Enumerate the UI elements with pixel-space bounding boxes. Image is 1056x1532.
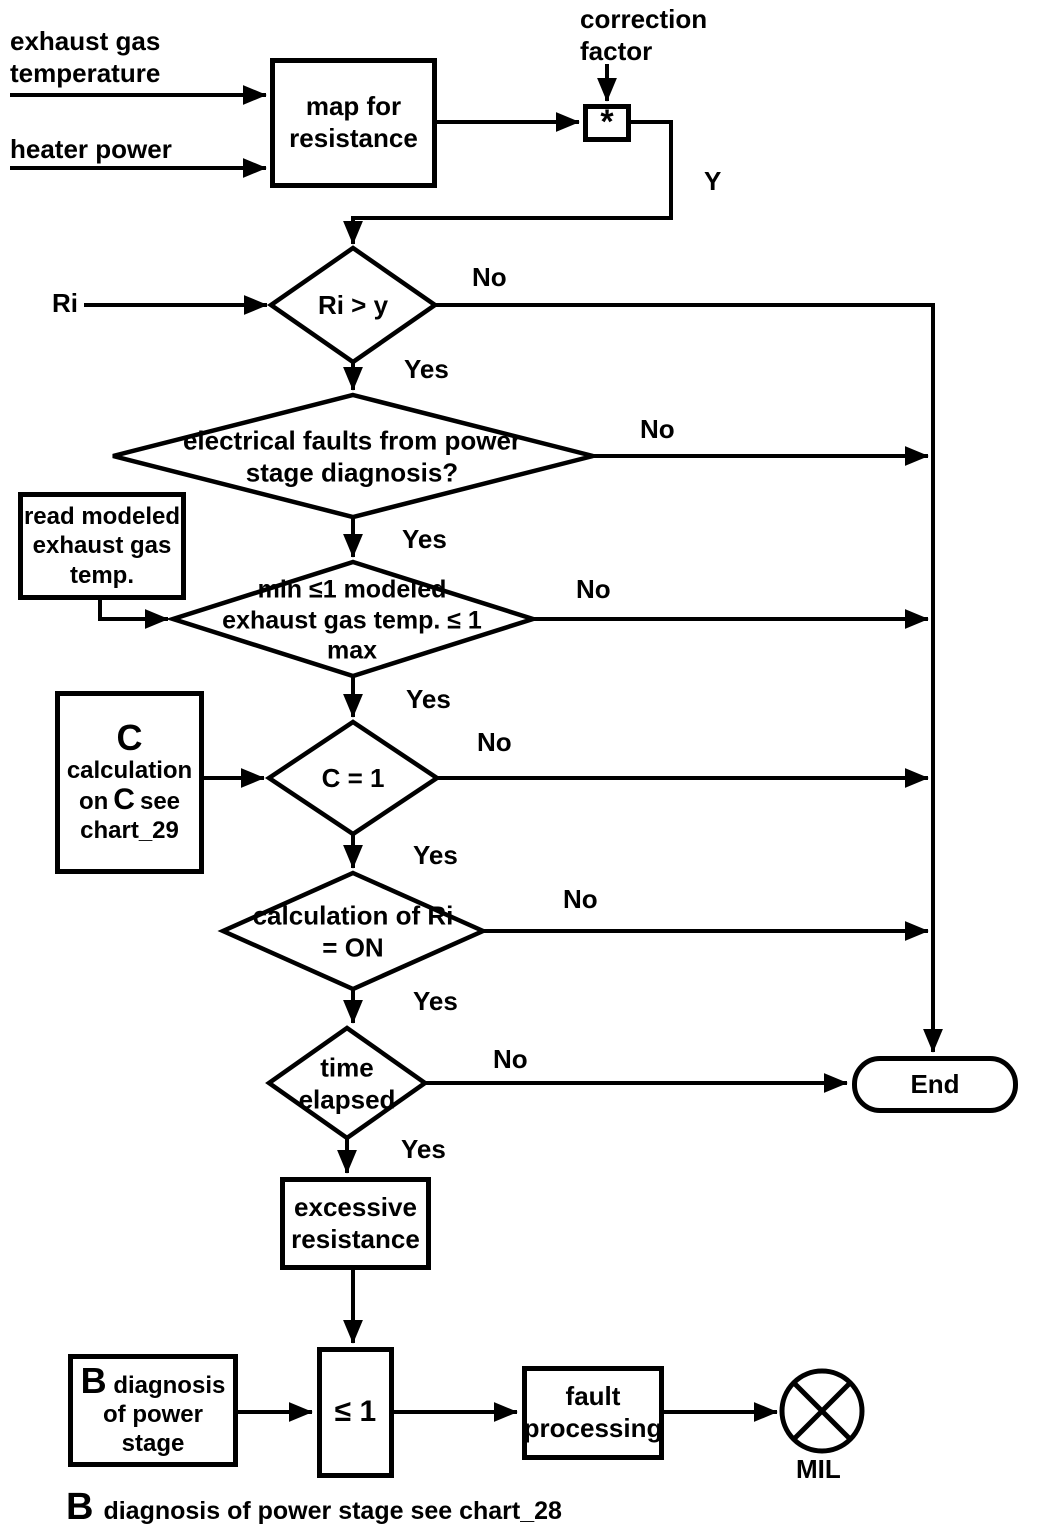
- footnote-caption: B diagnosis of power stage see chart_28: [66, 1488, 562, 1527]
- b-diagnosis-big-b: B: [80, 1359, 107, 1401]
- branch-electrical-no: No: [640, 414, 675, 444]
- c-line3-post: see: [139, 787, 181, 815]
- multiply-box: *: [583, 103, 631, 142]
- branch-ri-gt-y-no: No: [472, 262, 507, 292]
- decision-electrical-faults-label: electrical faults from power stage diagn…: [182, 425, 522, 487]
- branch-electrical-yes: Yes: [402, 524, 447, 554]
- decision-electrical-faults-shape: [112, 392, 594, 520]
- branch-range-yes: Yes: [406, 684, 451, 714]
- edge-rigty-no-to-end: [435, 303, 943, 1053]
- end-terminal: End: [852, 1056, 1018, 1113]
- b-diagnosis-line1-text: diagnosis: [113, 1371, 226, 1399]
- decision-time-elapsed-shape: [265, 1025, 429, 1141]
- b-diagnosis-line2: of power: [103, 1400, 203, 1428]
- mil-lamp-icon: [779, 1368, 865, 1454]
- input-heater-power-label: heater power: [10, 134, 172, 164]
- fault-processing-box: fault processing: [522, 1366, 664, 1460]
- decision-calculation-of-ri-label: calculation of Ri = ON: [252, 900, 454, 962]
- b-diagnosis-line3: stage: [121, 1430, 185, 1458]
- c-calculation-line2: calculation: [66, 756, 193, 784]
- mil-label: MIL: [796, 1454, 841, 1484]
- decision-ri-gt-y-label: Ri > y: [317, 290, 389, 321]
- le-one-box: ≤ 1: [317, 1347, 394, 1478]
- footnote-text: diagnosis of power stage see chart_28: [103, 1497, 562, 1525]
- branch-calcri-no: No: [563, 884, 598, 914]
- branch-ceq1-yes: Yes: [413, 840, 458, 870]
- decision-calculation-of-ri-shape: [217, 870, 489, 992]
- branch-time-yes: Yes: [401, 1134, 446, 1164]
- decision-modeled-temp-range-label: min ≤1 modeled exhaust gas temp. ≤ 1 max: [222, 575, 482, 665]
- c-calculation-line4: chart_29: [80, 817, 179, 845]
- decision-shapes: [112, 245, 594, 1141]
- decision-c-equals-one-label: C = 1: [321, 763, 385, 794]
- decision-c-equals-one-shape: [264, 719, 442, 837]
- branch-ri-gt-y-yes: Yes: [404, 354, 449, 384]
- b-diagnosis-box: B diagnosis of power stage: [68, 1354, 238, 1467]
- mil-cross-line-2: [792, 1381, 852, 1441]
- branch-calcri-yes: Yes: [413, 986, 458, 1016]
- c-line3-big-c: C: [113, 782, 135, 816]
- excessive-resistance-box: excessive resistance: [280, 1177, 431, 1270]
- map-for-resistance-box: map for resistance: [270, 58, 437, 188]
- wire-y-label: Y: [704, 166, 722, 196]
- input-ri-label: Ri: [52, 288, 78, 318]
- connector-lines: [10, 64, 943, 1422]
- decision-ri-gt-y-shape: [267, 245, 439, 365]
- read-modeled-temp-box: read modeled exhaust gas temp.: [18, 492, 186, 600]
- input-correction-factor-label: correction factor: [580, 4, 708, 66]
- b-diagnosis-line1: B diagnosis: [80, 1359, 226, 1401]
- input-exhaust-gas-temperature-label: exhaust gas temperature: [10, 26, 161, 88]
- branch-range-no: No: [576, 574, 611, 604]
- mil-circle: [779, 1368, 865, 1454]
- branch-time-no: No: [493, 1044, 528, 1074]
- c-calculation-big-c: C: [116, 716, 143, 758]
- decision-modeled-temp-range-shape: [165, 559, 541, 679]
- branch-ceq1-no: No: [477, 727, 512, 757]
- edge-readtemp-to-range: [98, 600, 169, 629]
- edge-multiply-to-rigty: [343, 120, 673, 245]
- decision-time-elapsed-label: time elapsed: [298, 1052, 396, 1114]
- footnote-big-b: B: [66, 1486, 94, 1528]
- c-line3-pre: on: [78, 787, 109, 815]
